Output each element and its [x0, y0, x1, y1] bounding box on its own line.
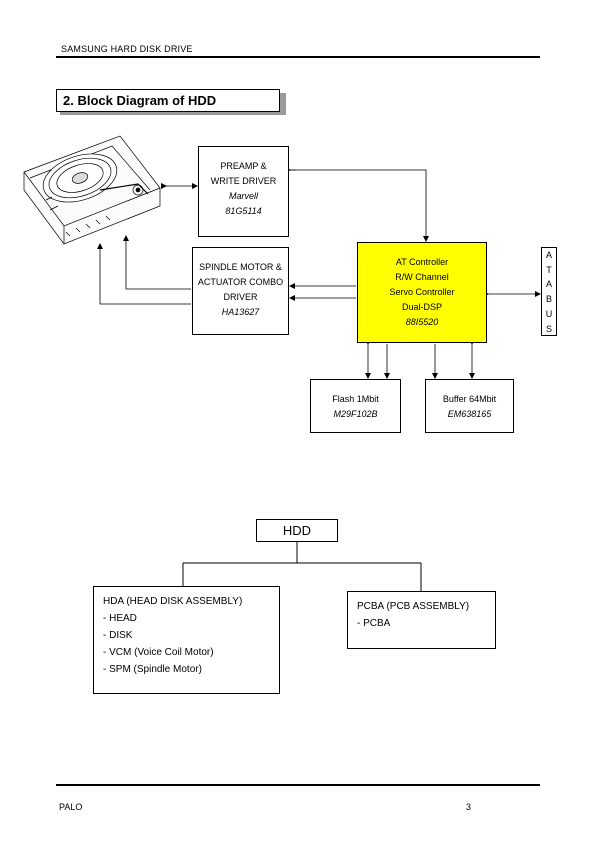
list-item: - DISK	[103, 630, 133, 641]
buffer-memory-block: Buffer 64Mbit EM638165	[425, 379, 514, 433]
ata-bus-letter: A	[545, 250, 552, 260]
ata-bus-block: A T A B U S	[541, 247, 557, 336]
ata-bus-letter: S	[545, 323, 552, 334]
list-item: - PCBA	[357, 618, 391, 629]
preamp-write-driver-block: PREAMP & WRITE DRIVER Marvell 81G5114	[198, 146, 289, 237]
flash-part: M29F102B	[333, 409, 378, 419]
at-controller-label: AT Controller	[395, 257, 449, 267]
at-controller-block: AT Controller R/W Channel Servo Controll…	[357, 242, 487, 343]
flash-memory-block: Flash 1Mbit M29F102B	[310, 379, 401, 433]
dual-dsp-label: Dual-DSP	[401, 302, 442, 312]
spindle-label: SPINDLE MOTOR &	[199, 262, 282, 272]
servo-controller-label: Servo Controller	[389, 287, 455, 297]
controller-part: 88I5520	[405, 317, 439, 327]
tree-root-hdd: HDD	[256, 519, 338, 542]
buffer-label: Buffer 64Mbit	[442, 394, 497, 404]
hard-disk-icon	[23, 135, 161, 245]
header-rule	[56, 56, 540, 58]
tree-node-pcba: PCBA (PCB ASSEMBLY) - PCBA	[347, 591, 496, 649]
tree-connectors	[182, 542, 422, 591]
rw-channel-label: R/W Channel	[395, 272, 449, 282]
preamp-part: 81G5114	[225, 206, 262, 216]
hda-title: HDA (HEAD DISK ASSEMBLY)	[103, 596, 243, 607]
page-number: 3	[466, 802, 472, 812]
tree-node-hda: HDA (HEAD DISK ASSEMBLY) - HEAD - DISK -…	[93, 586, 280, 694]
ata-bus-letter: A	[545, 279, 552, 290]
list-item: - VCM (Voice Coil Motor)	[103, 647, 214, 658]
footer-rule	[56, 784, 540, 786]
pcba-title: PCBA (PCB ASSEMBLY)	[357, 601, 470, 612]
ata-bus-letter: B	[545, 294, 552, 305]
ata-bus-letter: U	[545, 308, 553, 319]
list-item: - SPM (Spindle Motor)	[103, 664, 202, 675]
driver-label: DRIVER	[223, 292, 258, 302]
section-title: 2. Block Diagram of HDD	[56, 89, 280, 112]
flash-label: Flash 1Mbit	[332, 394, 379, 404]
write-driver-label: WRITE DRIVER	[210, 176, 277, 186]
preamp-vendor: Marvell	[228, 191, 258, 201]
preamp-label: PREAMP &	[220, 161, 267, 171]
spindle-motor-driver-block: SPINDLE MOTOR & ACTUATOR COMBO DRIVER HA…	[192, 247, 289, 335]
actuator-label: ACTUATOR COMBO	[197, 277, 284, 287]
running-header: SAMSUNG HARD DISK DRIVE	[61, 44, 193, 54]
spindle-part: HA13627	[221, 307, 260, 317]
list-item: - HEAD	[103, 613, 137, 624]
buffer-part: EM638165	[447, 409, 492, 419]
ata-bus-letter: T	[546, 264, 552, 275]
footer-left: PALO	[59, 802, 83, 812]
